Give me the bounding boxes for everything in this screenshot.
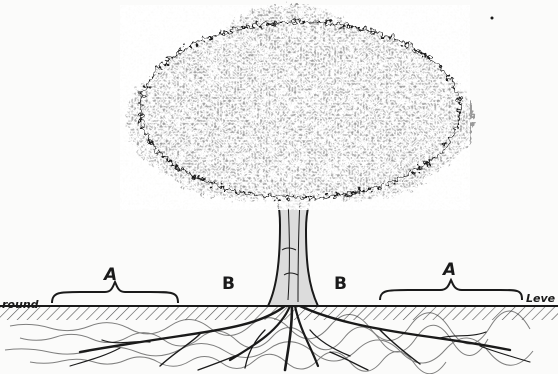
ground-label-right: Leve: [526, 293, 555, 304]
label-b-right: B: [334, 276, 347, 293]
bracket-a-left: [52, 282, 178, 303]
tree-crown: [120, 5, 473, 210]
ground-label-left: round: [2, 299, 39, 310]
ink-speck: [491, 17, 494, 20]
soil-texture: [5, 311, 533, 374]
label-a-right: A: [443, 262, 456, 279]
label-a-left: A: [104, 267, 117, 284]
label-b-left: B: [222, 276, 235, 293]
ground-line: [0, 306, 558, 320]
bracket-a-right: [380, 280, 522, 300]
